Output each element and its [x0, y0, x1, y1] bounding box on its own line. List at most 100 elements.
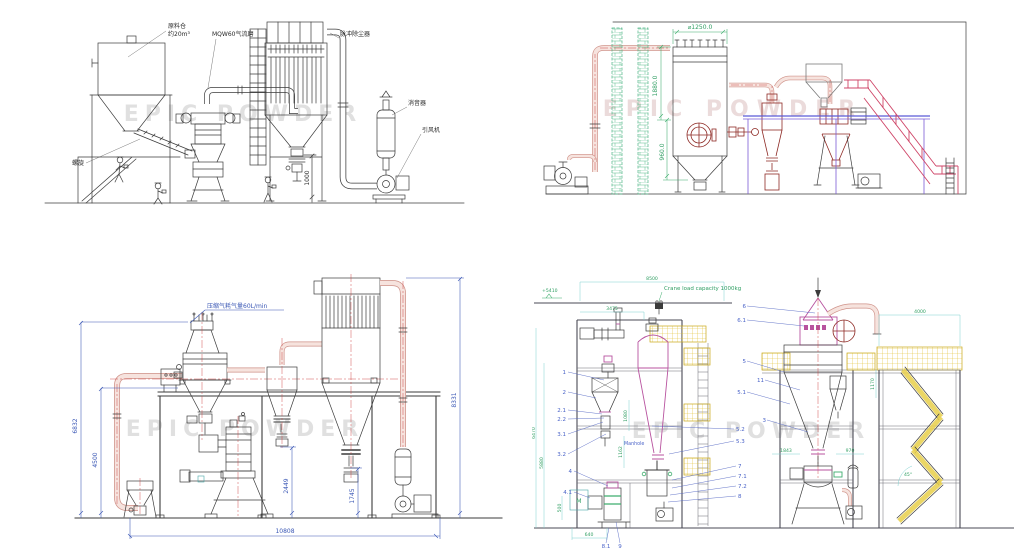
dim-960: 960.0 — [659, 143, 666, 160]
worker-figure-2 — [153, 182, 167, 205]
stair-angle: 45° — [897, 465, 912, 487]
dim-3475: 3475 — [606, 306, 618, 312]
feed-pipe-loop — [110, 373, 400, 511]
dim-classifier-height: 4500 — [92, 452, 99, 467]
callout-8-1: 8.1 — [602, 544, 611, 550]
callout-7-2: 7.2 — [738, 484, 747, 490]
discharge-height-dim: 1000 — [303, 153, 317, 203]
dim-1170-text: 1170 — [870, 378, 876, 390]
wall-ladder — [945, 157, 955, 195]
blower-middle — [841, 488, 863, 520]
dim-1162: 1162 — [618, 436, 625, 468]
panel-bottom-left-drawing: EPIC POWDER — [72, 274, 503, 539]
dim-bag-discharge: 1745 — [349, 488, 356, 503]
dim-1080: 1080 — [623, 400, 630, 431]
silo-volume-label: 约20m³ — [168, 30, 190, 38]
callout-2-2: 2.2 — [557, 417, 566, 423]
callout-11: 11 — [757, 378, 764, 384]
dim-diameter: ⌀1250.0 — [688, 24, 713, 31]
blower-unit — [655, 501, 674, 522]
callout-1: 1 — [563, 370, 567, 376]
callout-3-1: 3.1 — [557, 432, 566, 438]
dim-left-outer: 6470 — [532, 328, 537, 528]
access-door — [686, 122, 717, 148]
control-cabinet — [160, 368, 181, 393]
elevation-value: +5410 — [542, 288, 558, 294]
callout-7: 7 — [738, 464, 742, 470]
watermark-text: EPIC POWDER — [124, 102, 362, 127]
dim-6470: 6470 — [532, 427, 537, 439]
callouts-left-right-margin: 5.2 5.3 7 7.1 7.2 8 — [651, 425, 747, 503]
dim-left-small: 500 — [557, 496, 563, 520]
pulse-dust-collector — [264, 21, 328, 202]
upper-height-dim: 1880.0 — [652, 44, 671, 121]
dim-4500: 4500 — [92, 386, 178, 518]
crane-capacity-label: Crane load capacity 1000kg — [658, 286, 741, 302]
dim-total-width: 10808 — [275, 528, 294, 535]
dim-left-inner: 5880 — [539, 363, 545, 528]
callout-3-2: 3.2 — [557, 452, 566, 458]
callout-5-3: 5.3 — [736, 439, 745, 445]
motor-box: M — [569, 489, 589, 511]
panel-top-left-drawing: EPIC POWDER — [44, 21, 465, 205]
crane-label: Crane load capacity 1000kg — [664, 286, 741, 292]
lower-height-dim: 960.0 — [659, 117, 688, 181]
fan — [391, 494, 439, 519]
big-cyclone — [637, 317, 673, 497]
angle-45: 45° — [904, 472, 912, 478]
callout-5: 5 — [743, 359, 747, 365]
top-grating-rail — [876, 346, 963, 371]
worker-figure-3 — [263, 176, 277, 203]
dim-4000: 4000 — [914, 309, 926, 315]
mill-middle — [789, 465, 845, 525]
cyclone-piping — [729, 75, 833, 104]
dim-6832: 6832 — [72, 320, 188, 518]
dust-collector — [672, 39, 728, 193]
dim-cone-right: 970 — [836, 448, 864, 455]
mill-label: MQW60气流磨 — [212, 30, 253, 38]
dim-1170: 1170 — [870, 370, 877, 398]
panel-bottom-right-drawing: EPIC POWDER — [532, 276, 1014, 550]
dim-bottom-small: 640 — [571, 528, 608, 540]
dim-1000: 1000 — [304, 170, 311, 185]
dim-640: 640 — [585, 532, 594, 538]
elevation-mark: +5410 — [542, 288, 562, 299]
dim-1843: 1843 — [780, 448, 792, 454]
muffler-label: 消音器 — [408, 99, 426, 107]
callout-7-1: 7.1 — [738, 474, 747, 480]
mill-unit — [587, 481, 631, 529]
feed-hopper — [805, 63, 843, 108]
callout-6-1: 6.1 — [737, 318, 746, 324]
classifier-middle — [783, 277, 882, 480]
callout-5-1: 5.1 — [737, 390, 746, 396]
dim-top-left: 3475 — [580, 306, 645, 320]
platform-frame — [155, 391, 441, 519]
callout-4: 4 — [569, 469, 573, 475]
classifier-shaft-assembly — [727, 126, 759, 138]
platform — [743, 115, 930, 194]
lattice-column — [249, 28, 267, 166]
cyclone — [761, 93, 783, 191]
dim-8500: 8500 — [646, 276, 658, 282]
dim-cone-left: 1843 — [772, 448, 800, 455]
raw-material-silo — [77, 35, 181, 204]
dim-1080-text: 1080 — [623, 410, 629, 422]
panel-top-right-drawing: EPIC POWDER ⌀1250.0 — [543, 21, 967, 195]
dim-1880: 1880.0 — [652, 75, 659, 96]
air-consumption-label: 压缩气耗气量60L/min — [189, 302, 284, 324]
dim-8331: 8331 — [406, 276, 464, 518]
dim-970: 970 — [846, 448, 855, 454]
dim-10808: 10808 — [127, 518, 441, 539]
grating-rails-mid — [761, 352, 876, 371]
dim-cyclone-discharge: 2449 — [283, 478, 290, 493]
callout-9: 9 — [618, 544, 622, 550]
classifier-column — [591, 355, 619, 447]
screw-label: 螺旋 — [72, 159, 84, 167]
stair-flights — [896, 366, 944, 525]
silencer-middle — [847, 464, 859, 489]
callout-2-1: 2.1 — [557, 408, 566, 414]
feed-valve — [197, 475, 205, 483]
worker-figure-1 — [114, 156, 129, 183]
dim-2449: 2449 — [280, 445, 296, 518]
dim-500: 500 — [557, 504, 563, 513]
